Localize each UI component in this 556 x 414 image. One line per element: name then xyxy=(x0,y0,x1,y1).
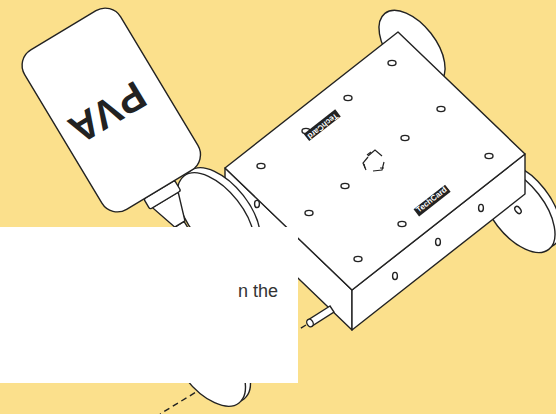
text-panel: n the xyxy=(0,227,298,383)
chassis-box xyxy=(225,32,525,330)
axle-stub xyxy=(305,306,334,328)
recycle-symbol xyxy=(363,150,384,171)
glue-bottle xyxy=(15,1,235,264)
panel-text: n the xyxy=(238,281,278,302)
